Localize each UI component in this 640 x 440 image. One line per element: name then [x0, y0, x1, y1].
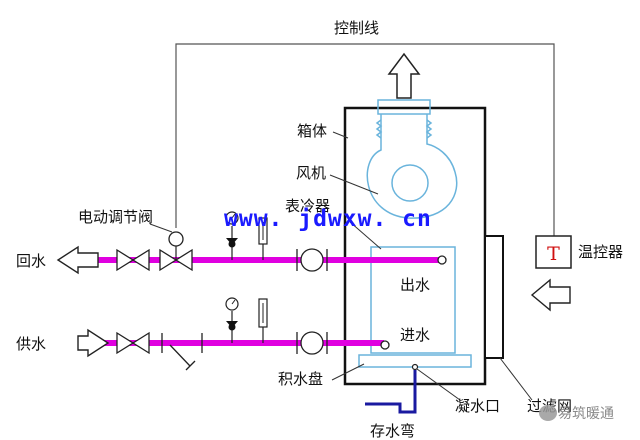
- cooling-coil: [370, 246, 456, 354]
- condensate-leader: [416, 368, 461, 401]
- fan-unit: [366, 99, 458, 219]
- coil-label: 表冷器: [285, 197, 330, 215]
- brand-watermark-text: 易筑暖通: [558, 406, 614, 422]
- supply-pipe-end: [380, 340, 390, 350]
- supply-pressure-gauge-icon: [225, 297, 239, 343]
- supply-arrow-icon: [77, 328, 110, 358]
- coil-leader: [349, 221, 382, 250]
- return-water-label: 回水: [16, 252, 46, 270]
- supply-water-label: 供水: [16, 335, 46, 353]
- supply-gate-valve-icon: [116, 331, 150, 355]
- control-line: [175, 43, 555, 236]
- condensate-outlet-icon: [411, 363, 419, 371]
- cabinet-leader: [332, 131, 349, 139]
- return-gate-valve-icon: [116, 248, 150, 272]
- brand-logo-icon: [539, 405, 557, 421]
- control-line-label: 控制线: [334, 19, 379, 37]
- url-watermark: www. jdwxw. cn: [224, 206, 432, 232]
- return-flow-meter-icon: [296, 248, 328, 272]
- return-pipe-end: [437, 255, 447, 265]
- condensate-outlet-label: 凝水口: [455, 397, 500, 415]
- return-thermometer-icon: [258, 217, 268, 260]
- filter-leader: [499, 357, 533, 401]
- filter-panel: [484, 235, 504, 359]
- brand-watermark: 易筑暖通: [539, 405, 614, 422]
- electric-valve-label: 电动调节阀: [78, 208, 153, 226]
- return-pressure-gauge-icon: [225, 211, 239, 260]
- electric-valve-leader: [149, 223, 173, 233]
- trap-pipe: [365, 370, 417, 414]
- supply-flow-meter-icon: [296, 331, 328, 355]
- thermostat-symbol: T: [547, 243, 560, 265]
- drain-pan-label: 积水盘: [278, 370, 323, 388]
- water-out-label: 出水: [400, 276, 430, 294]
- cabinet-label: 箱体: [297, 122, 327, 140]
- electric-valve-icon: [159, 231, 193, 272]
- thermostat-box: [535, 235, 572, 269]
- trap-label: 存水弯: [370, 422, 415, 440]
- fan-leader: [329, 174, 379, 195]
- intake-arrow-icon: [530, 278, 571, 312]
- fan-label: 风机: [296, 164, 326, 182]
- exhaust-arrow-icon: [387, 52, 421, 99]
- strainer-icon: [161, 333, 203, 371]
- return-arrow-icon: [56, 245, 99, 275]
- drain-pan-leader: [331, 363, 365, 381]
- supply-thermometer-icon: [258, 298, 268, 343]
- thermostat-label: 温控器: [578, 243, 623, 261]
- water-in-label: 进水: [400, 326, 430, 344]
